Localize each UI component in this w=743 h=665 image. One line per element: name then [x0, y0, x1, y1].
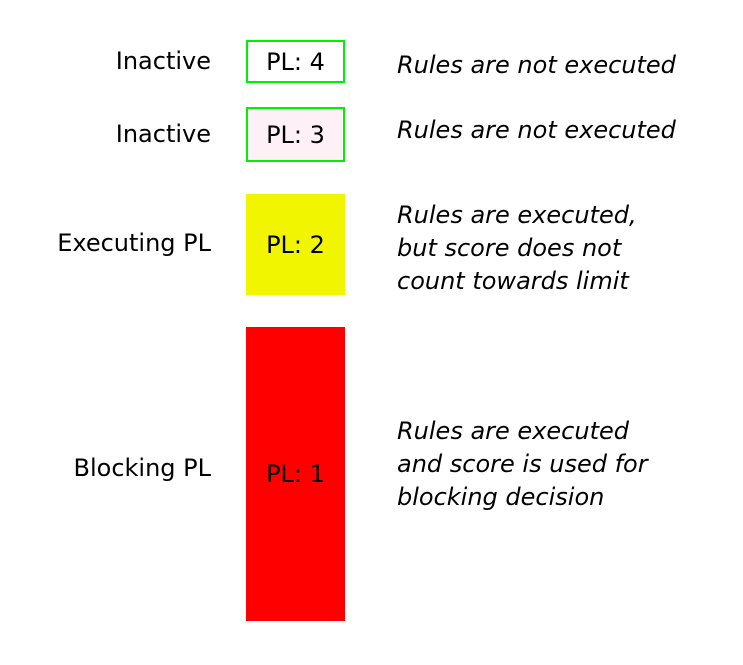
- pl1-box-text: PL: 1: [266, 460, 325, 488]
- pl2-box-text: PL: 2: [266, 230, 325, 259]
- row-label-pl4: Inactive: [115, 47, 211, 75]
- row-label-pl1: Blocking PL: [73, 454, 212, 482]
- pl4-box: PL: 4: [246, 40, 345, 83]
- pl4-description: Rules are not executed: [397, 51, 676, 79]
- pl1-description: Rules are executed and score is used for…: [397, 417, 648, 511]
- pl3-description: Rules are not executed: [397, 116, 676, 144]
- pl4-box-text: PL: 4: [266, 47, 325, 76]
- pl3-box-text: PL: 3: [266, 120, 325, 149]
- pl2-description: Rules are executed, but score does not c…: [397, 201, 637, 295]
- row-label-pl3: Inactive: [115, 120, 211, 148]
- row-label-pl2: Executing PL: [57, 229, 211, 257]
- pl3-box: PL: 3: [246, 107, 345, 162]
- pl2-box: PL: 2: [246, 194, 345, 295]
- pl1-box: PL: 1: [246, 327, 345, 621]
